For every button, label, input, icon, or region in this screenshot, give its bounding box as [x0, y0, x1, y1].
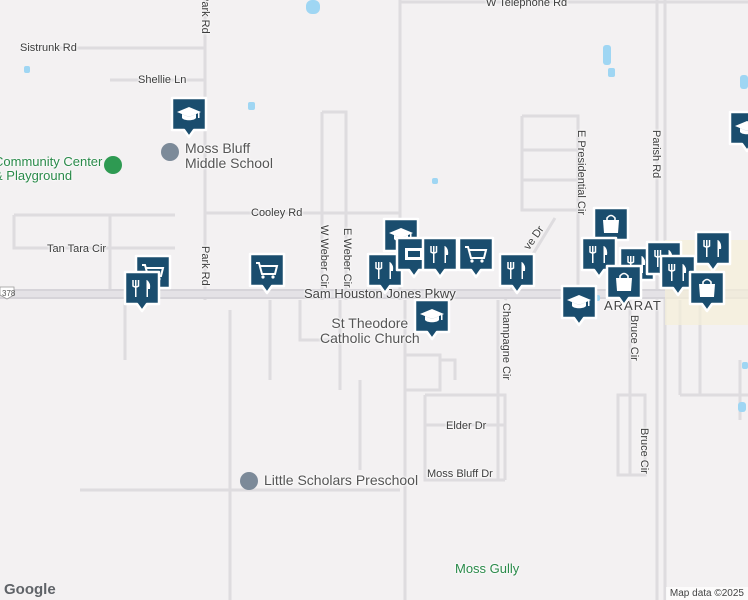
school-pin[interactable] [170, 96, 208, 140]
place-label-st-theodore[interactable]: St Theodore Catholic Church [320, 315, 420, 346]
restaurant-pin[interactable] [498, 252, 536, 296]
road-label-elder: Elder Dr [446, 420, 487, 432]
place-label-moss-gully[interactable]: Moss Gully [455, 561, 520, 576]
road-label-shellie: Shellie Ln [138, 74, 187, 86]
road-label-sistrunk: Sistrunk Rd [20, 42, 77, 54]
shopping-cart-icon [248, 252, 286, 295]
school-pin[interactable] [560, 284, 598, 328]
shopping-pin[interactable] [688, 270, 726, 314]
fork-knife-icon [659, 254, 697, 297]
school-pin[interactable] [728, 110, 748, 154]
graduation-cap-icon [413, 298, 451, 341]
shopping-bag-icon [605, 264, 643, 307]
road-label-bruce-1: Bruce Cir [628, 315, 640, 361]
road-label-cooley: Cooley Rd [251, 207, 303, 219]
park-tree-icon[interactable] [104, 156, 122, 174]
fork-knife-icon [694, 230, 732, 273]
fork-knife-icon [421, 236, 459, 279]
road-label-park-bottom: Park Rd [199, 246, 211, 286]
road-label-e-presidential: E Presidential Cir [575, 130, 587, 215]
road-label-bruce-2: Bruce Cir [638, 428, 650, 474]
place-label-community-center[interactable]: Community Center & Playground [0, 154, 103, 183]
shopping-pin[interactable] [605, 264, 643, 308]
graduation-cap-icon [728, 110, 748, 153]
map-attribution[interactable]: Map data ©2025 [665, 587, 748, 600]
place-label-little-scholars[interactable]: Little Scholars Preschool [264, 472, 419, 488]
restaurant-pin[interactable] [421, 236, 459, 280]
shopping-pin[interactable] [248, 252, 286, 296]
restaurant-pin[interactable] [694, 230, 732, 274]
restaurant-pin[interactable] [123, 270, 161, 314]
road-label-e-weber: E Weber Cir [341, 228, 353, 288]
road-label-sam-houston: Sam Houston Jones Pkwy [304, 286, 456, 301]
road-label-champagne: Champagne Cir [500, 303, 512, 381]
fork-knife-icon [498, 252, 536, 295]
place-label-moss-bluff-middle[interactable]: Moss Bluff Middle School [185, 140, 273, 171]
shopping-pin[interactable] [457, 236, 495, 280]
google-logo: Google [4, 581, 56, 598]
road-label-moss-bluff-dr: Moss Bluff Dr [427, 468, 493, 480]
fork-knife-icon [123, 270, 161, 313]
road-label-telephone: W Telephone Rd [486, 0, 568, 9]
preschool-icon[interactable] [240, 472, 258, 490]
shopping-bag-icon [688, 270, 726, 313]
road-label-park-top: Park Rd [199, 0, 211, 34]
route-shield-378: 378 [2, 289, 16, 298]
school-pin[interactable] [413, 298, 451, 342]
road-label-parish: Parish Rd [650, 130, 662, 179]
school-icon[interactable] [161, 143, 179, 161]
road-label-w-weber: W Weber Cir [318, 225, 330, 288]
shopping-cart-icon [457, 236, 495, 279]
place-label-ararat: ARARAT [604, 298, 662, 313]
restaurant-pin[interactable] [659, 254, 697, 298]
graduation-cap-icon [170, 96, 208, 139]
road-label-tan-tara: Tan Tara Cir [47, 243, 107, 255]
graduation-cap-icon [560, 284, 598, 327]
